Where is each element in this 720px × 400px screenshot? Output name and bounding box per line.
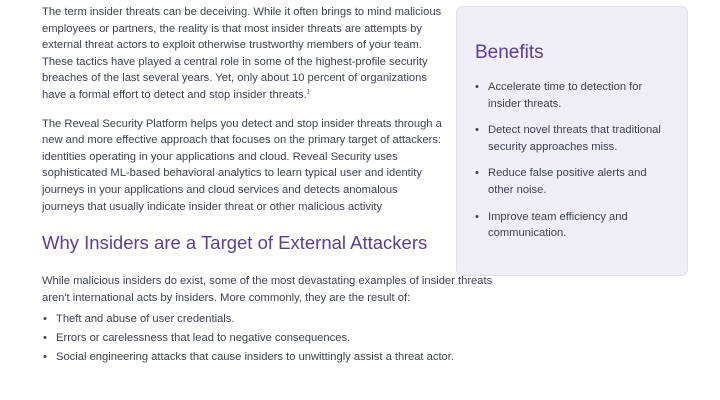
benefits-list: • Accelerate time to detection for inside… bbox=[475, 79, 673, 242]
cause-list: • Theft and abuse of user credentials. • E… bbox=[42, 310, 454, 367]
bullet-icon: • bbox=[475, 167, 479, 180]
section-paragraph: While malicious insiders do exist, some … bbox=[42, 275, 493, 304]
benefit-item: • Detect novel threats that traditional s… bbox=[475, 122, 673, 155]
section-heading: Why Insiders are a Target of External At… bbox=[42, 232, 428, 254]
bullet-icon: • bbox=[43, 351, 47, 364]
bullet-icon: • bbox=[475, 210, 479, 223]
benefit-item: • Reduce false positive alerts and other … bbox=[475, 165, 673, 198]
list-item-text: Social engineering attacks that cause in… bbox=[56, 351, 454, 364]
benefit-item-text: Accelerate time to detection for insider… bbox=[488, 81, 643, 110]
list-item: • Errors or carelessness that lead to neg… bbox=[42, 329, 442, 348]
bullet-icon: • bbox=[475, 124, 479, 137]
list-item: • Theft and abuse of user credentials. bbox=[42, 310, 442, 329]
bullet-icon: • bbox=[43, 332, 47, 345]
list-item: • Social engineering attacks that cause i… bbox=[42, 348, 454, 367]
benefit-item: • Accelerate time to detection for inside… bbox=[475, 79, 673, 112]
benefits-sidebar: Benefits • Accelerate time to detection f… bbox=[456, 6, 688, 276]
sidebar-title: Benefits bbox=[475, 42, 544, 63]
benefit-item-text: Reduce false positive alerts and other n… bbox=[488, 167, 647, 196]
platform-paragraph: The Reveal Security Platform helps you d… bbox=[42, 117, 442, 213]
benefit-item: • Improve team efficiency and communicati… bbox=[475, 209, 673, 242]
list-item-text: Errors or carelessness that lead to nega… bbox=[56, 332, 351, 345]
main-content: The term insider threats can be deceivin… bbox=[42, 0, 492, 367]
bullet-icon: • bbox=[475, 81, 479, 93]
bullet-icon: • bbox=[43, 313, 47, 326]
benefit-item-text: Detect novel threats that traditional se… bbox=[488, 124, 661, 153]
benefit-item-text: Improve team efficiency and communicatio… bbox=[488, 210, 628, 240]
list-item-text: Theft and abuse of user credentials. bbox=[56, 313, 235, 326]
footnote-marker: 1 bbox=[306, 89, 311, 96]
intro-paragraph-text: The term insider threats can be deceivin… bbox=[42, 6, 442, 101]
intro-paragraph: The term insider threats can be deceivin… bbox=[42, 4, 442, 104]
